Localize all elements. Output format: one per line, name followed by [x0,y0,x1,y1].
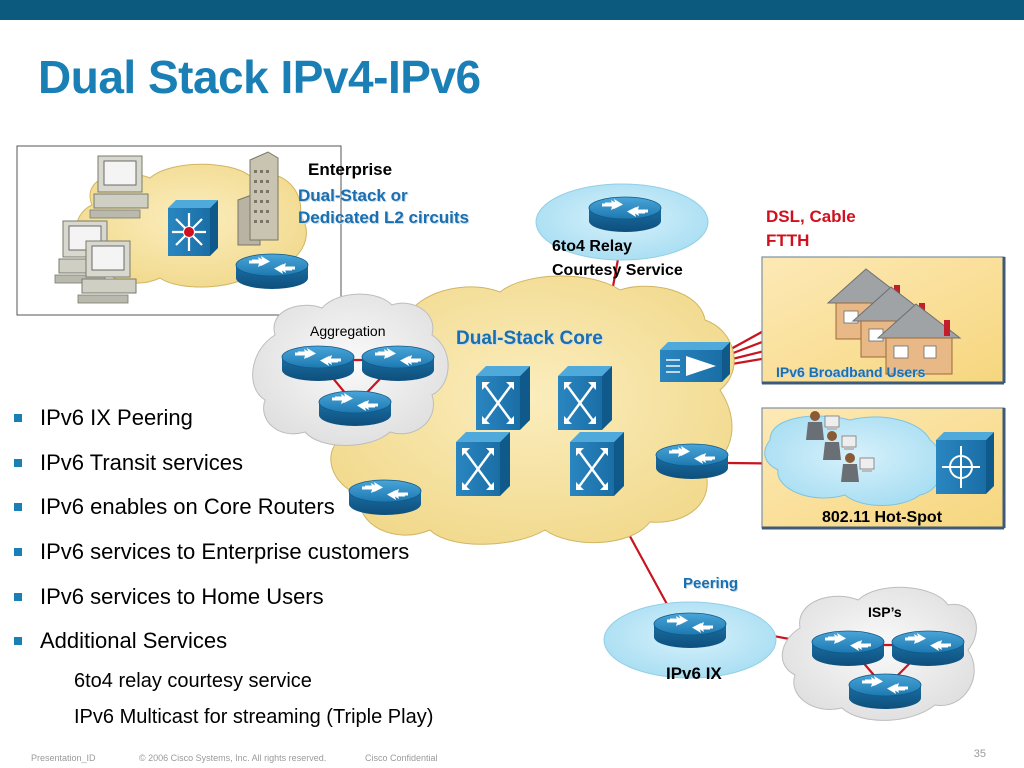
router-icon [588,196,662,233]
page-number: 35 [973,748,986,760]
access-point-icon [936,432,994,494]
peering-label: Peering [683,575,739,592]
core-label: Dual-Stack Core [456,328,603,349]
ipv6-ix-label: IPv6 IX [666,664,722,683]
sub-bullet-item: 6to4 relay courtesy service [74,670,312,693]
dsl-label-1: DSL, Cable [766,207,856,226]
bullet-item: IPv6 services to Home Users [14,574,433,619]
router-icon [235,253,309,290]
router-icon [655,443,729,480]
layer3-switch-icon [474,364,532,432]
bullet-square-icon [14,548,22,557]
bullet-item: IPv6 Transit services [14,441,433,486]
top-banner [0,0,1024,20]
layer3-switch-icon [556,364,614,432]
enterprise-label: Enterprise [308,160,393,179]
enterprise-sub-label-1: Dual-Stack or [298,186,408,205]
aggregation-label: Aggregation [310,323,386,339]
footer-presentation-id: Presentation_ID [31,753,96,763]
access-router-icon [660,342,730,382]
router-icon [281,345,355,382]
bullet-square-icon [14,414,22,423]
building-icon [237,151,279,246]
router-icon [848,673,922,710]
router-icon [653,612,727,649]
relay-label-2: Courtesy Service [552,262,683,279]
bullet-list: IPv6 IX Peering IPv6 Transit services IP… [14,396,433,736]
isps-label: ISP’s [868,604,902,620]
relay-label-1: 6to4 Relay [552,238,633,255]
dsl-label-2: FTTH [766,231,810,250]
bullet-item: IPv6 services to Enterprise customers [14,530,433,575]
layer3-switch-icon [454,430,512,498]
layer3-switch-icon [568,430,626,498]
router-icon [891,630,965,667]
hotspot-label: 802.11 Hot-Spot [822,509,943,526]
bullet-item: Additional Services [14,619,433,664]
broadband-users-label: IPv6 Broadband Users [776,364,926,380]
bullet-square-icon [14,592,22,601]
footer-copyright: © 2006 Cisco Systems, Inc. All rights re… [139,753,327,763]
bullet-item: IPv6 IX Peering [14,396,433,441]
router-icon [811,630,885,667]
router-icon [361,345,435,382]
footer-confidential: Cisco Confidential [365,753,438,763]
slide-title: Dual Stack IPv4-IPv6 [38,51,481,103]
bullet-square-icon [14,458,22,467]
multilayer-switch-icon [168,200,218,256]
sub-bullet-item: IPv6 Multicast for streaming (Triple Pla… [74,706,434,729]
bullet-square-icon [14,637,22,646]
enterprise-sub-label-2: Dedicated L2 circuits [298,208,470,227]
bullet-item: IPv6 enables on Core Routers [14,485,433,530]
bullet-square-icon [14,503,22,512]
